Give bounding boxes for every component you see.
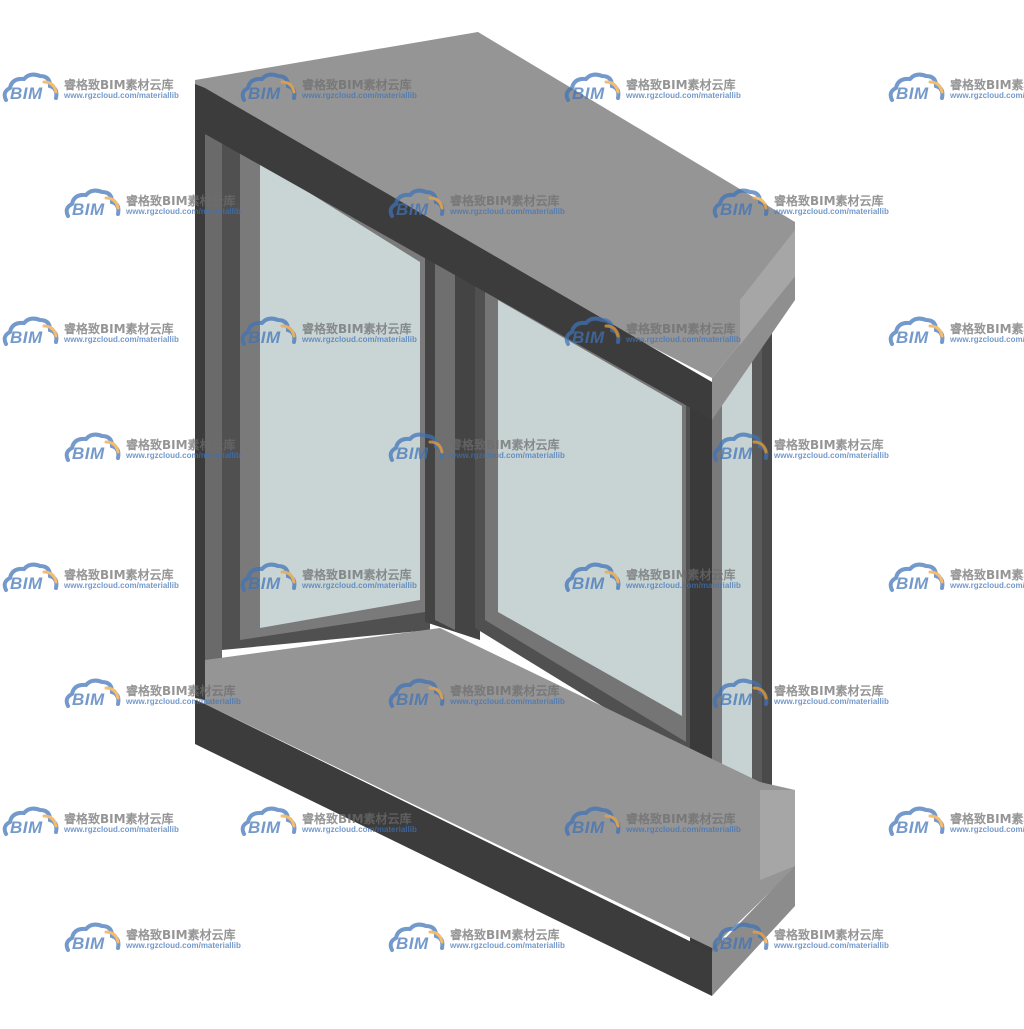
- top-slab-edge: [740, 230, 795, 345]
- left-pillar-front: [195, 84, 205, 700]
- side-window-glass: [722, 348, 752, 830]
- front-window-glass: [498, 300, 682, 716]
- bottom-slab-edge: [760, 790, 795, 880]
- top-slab-side: [712, 276, 795, 420]
- bottom-slab-top: [205, 628, 795, 948]
- left-window-glass: [260, 162, 420, 628]
- top-slab-top: [195, 32, 795, 378]
- left-pillar-side: [205, 128, 222, 690]
- center-mullion-highlight: [435, 258, 455, 630]
- bottom-slab-front: [195, 700, 712, 996]
- side-mullion: [752, 330, 762, 800]
